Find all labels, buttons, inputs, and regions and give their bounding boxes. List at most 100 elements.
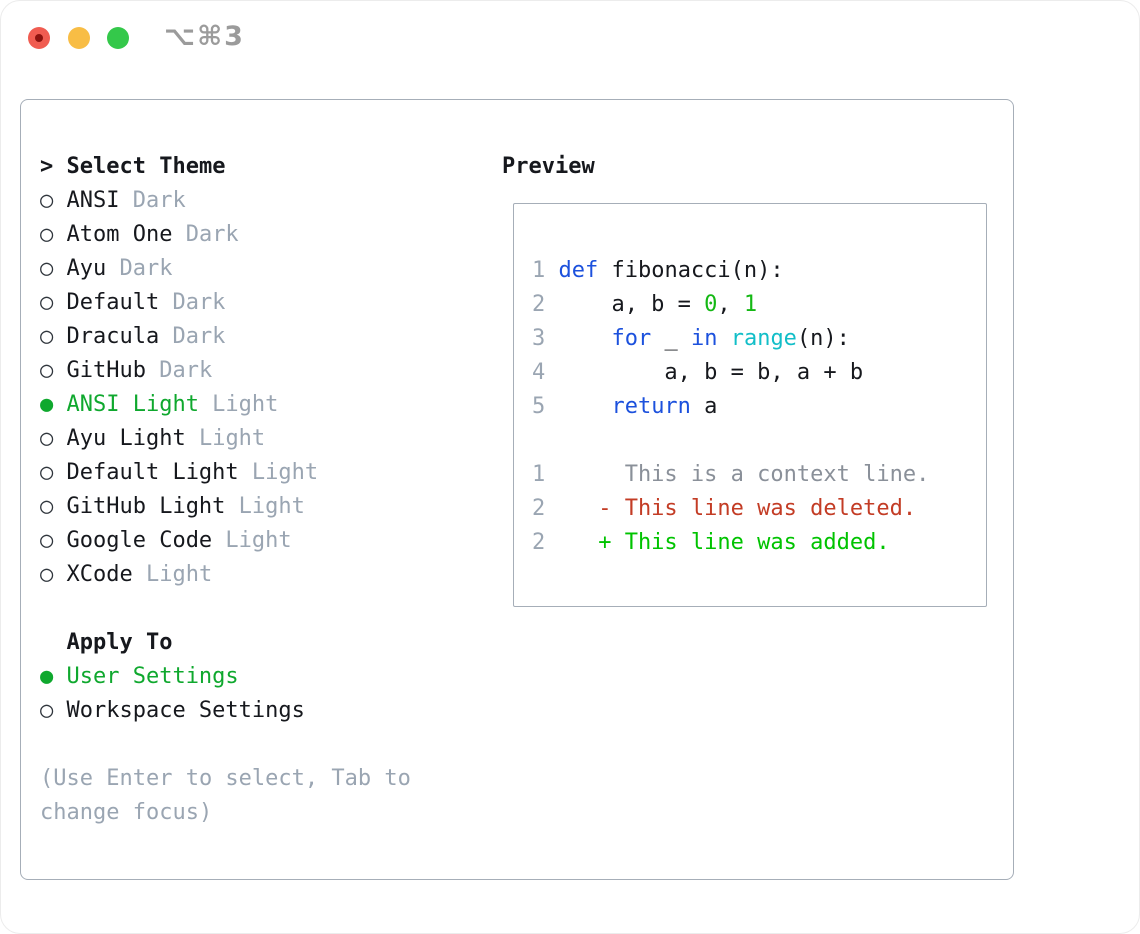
apply-option-label: User Settings xyxy=(66,664,239,689)
theme-option-default[interactable]: ○ Default Dark xyxy=(40,286,411,320)
theme-option-atom-one[interactable]: ○ Atom One Dark xyxy=(40,218,411,252)
theme-option-tag: Dark xyxy=(159,324,226,349)
code-token: + This line was added. xyxy=(558,530,890,555)
spacer xyxy=(40,592,411,626)
theme-option-tag: Dark xyxy=(106,256,173,281)
select-theme-header-label: Select Theme xyxy=(66,154,226,179)
theme-picker-left-column: > Select Theme ○ ANSI Dark○ Atom One Dar… xyxy=(40,150,411,830)
theme-option-dracula[interactable]: ○ Dracula Dark xyxy=(40,320,411,354)
spacer xyxy=(40,728,411,762)
code-token: 1 xyxy=(743,292,758,317)
prompt-icon: > xyxy=(40,154,67,179)
radio-icon: ○ xyxy=(40,562,67,587)
theme-option-label: ANSI Light xyxy=(66,392,199,417)
theme-option-label: Dracula xyxy=(66,324,160,349)
line-number: 2 xyxy=(532,292,546,317)
close-button[interactable] xyxy=(28,27,50,49)
theme-option-tag: Dark xyxy=(145,358,213,383)
code-token: in xyxy=(690,326,718,351)
close-dot-icon xyxy=(35,34,43,42)
code-token: a xyxy=(690,394,718,419)
apply-option-label: Workspace Settings xyxy=(66,698,305,723)
theme-option-github-light[interactable]: ○ GitHub Light Light xyxy=(40,490,411,524)
code-token: - This line was deleted. xyxy=(558,496,917,521)
hint-line-2: change focus) xyxy=(40,800,213,825)
zoom-button[interactable] xyxy=(107,27,129,49)
line-number: 2 xyxy=(532,530,546,555)
theme-option-label: GitHub xyxy=(66,358,146,383)
radio-selected-icon: ● xyxy=(40,392,67,417)
theme-option-default-light[interactable]: ○ Default Light Light xyxy=(40,456,411,490)
radio-icon: ○ xyxy=(40,698,67,723)
theme-option-tag: Light xyxy=(225,494,305,519)
code-line: 1 This is a context line. xyxy=(532,458,986,492)
theme-option-label: Default Light xyxy=(66,460,239,485)
radio-icon: ○ xyxy=(40,324,67,349)
code-line xyxy=(532,424,986,458)
code-token: _ xyxy=(651,326,691,351)
theme-list: ○ ANSI Dark○ Atom One Dark○ Ayu Dark○ De… xyxy=(40,184,411,592)
apply-to-header: Apply To xyxy=(66,630,173,655)
line-number: 3 xyxy=(532,326,546,351)
code-line: 2 - This line was deleted. xyxy=(532,492,986,526)
theme-option-tag: Dark xyxy=(119,188,186,213)
hint-line-1: (Use Enter to select, Tab to xyxy=(40,766,411,791)
radio-icon: ○ xyxy=(40,494,67,519)
theme-option-label: Default xyxy=(66,290,160,315)
theme-option-google-code[interactable]: ○ Google Code Light xyxy=(40,524,411,558)
theme-option-tag: Light xyxy=(198,392,279,417)
line-number: 4 xyxy=(532,360,546,385)
code-token: range xyxy=(730,326,797,351)
theme-option-ayu-light[interactable]: ○ Ayu Light Light xyxy=(40,422,411,456)
theme-option-tag: Light xyxy=(132,562,213,587)
theme-option-ansi[interactable]: ○ ANSI Dark xyxy=(40,184,411,218)
apply-to-list: ● User Settings○ Workspace Settings xyxy=(40,660,411,728)
theme-option-xcode[interactable]: ○ XCode Light xyxy=(40,558,411,592)
code-token: , xyxy=(717,292,744,317)
minimize-button[interactable] xyxy=(68,27,90,49)
theme-option-tag: Light xyxy=(238,460,319,485)
theme-option-tag: Light xyxy=(212,528,292,553)
theme-option-tag: Light xyxy=(185,426,266,451)
code-token: (n): xyxy=(796,326,850,351)
code-token xyxy=(717,326,730,351)
theme-option-label: Atom One xyxy=(66,222,173,247)
code-token: a, b = b, a + b xyxy=(558,360,864,385)
code-token: This is a context line. xyxy=(558,462,930,487)
code-line: 3 for _ in range(n): xyxy=(532,322,986,356)
theme-option-label: Ayu xyxy=(66,256,107,281)
radio-icon: ○ xyxy=(40,256,67,281)
theme-option-label: Google Code xyxy=(66,528,213,553)
line-number: 1 xyxy=(532,258,546,283)
radio-icon: ○ xyxy=(40,290,67,315)
code-token: a, b = xyxy=(558,292,705,317)
window-title: ⌥⌘3 xyxy=(164,21,245,52)
code-token xyxy=(558,394,611,419)
code-line: 2 + This line was added. xyxy=(532,526,986,560)
code-token: for xyxy=(611,326,652,351)
theme-option-label: ANSI xyxy=(66,188,120,213)
code-line: 2 a, b = 0, 1 xyxy=(532,288,986,322)
theme-option-label: Ayu Light xyxy=(66,426,186,451)
theme-option-label: XCode xyxy=(66,562,133,587)
radio-icon: ○ xyxy=(40,426,67,451)
apply-option-user-settings[interactable]: ● User Settings xyxy=(40,660,411,694)
preview-header: Preview xyxy=(502,154,595,179)
radio-icon: ○ xyxy=(40,358,67,383)
line-number: 2 xyxy=(532,496,546,521)
line-number: 1 xyxy=(532,462,546,487)
apply-option-workspace-settings[interactable]: ○ Workspace Settings xyxy=(40,694,411,728)
radio-icon: ○ xyxy=(40,188,67,213)
code-line: 4 a, b = b, a + b xyxy=(532,356,986,390)
theme-picker-panel: > Select Theme ○ ANSI Dark○ Atom One Dar… xyxy=(20,99,1014,880)
select-theme-header: > Select Theme xyxy=(40,150,411,184)
theme-option-label: GitHub Light xyxy=(66,494,226,519)
line-number: 5 xyxy=(532,394,546,419)
theme-option-github[interactable]: ○ GitHub Dark xyxy=(40,354,411,388)
code-token: return xyxy=(611,394,691,419)
theme-option-ansi-light[interactable]: ● ANSI Light Light xyxy=(40,388,411,422)
theme-option-ayu[interactable]: ○ Ayu Dark xyxy=(40,252,411,286)
